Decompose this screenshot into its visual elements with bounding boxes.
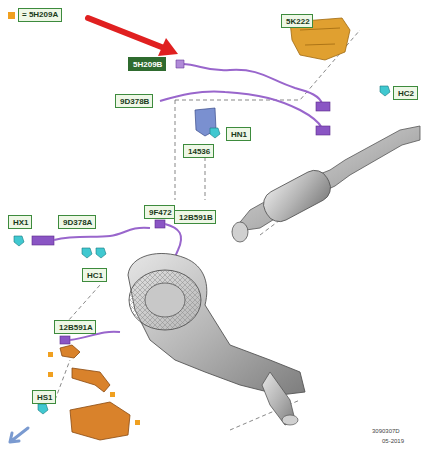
callout-box: 5K222	[281, 14, 313, 28]
callout-box: HS1	[32, 390, 56, 404]
callout-box: HC2	[393, 86, 418, 100]
callout-number: 9D378A	[63, 218, 95, 228]
callout-number: 5K222	[286, 17, 312, 27]
callout-number: HN1	[231, 130, 250, 140]
legend-text: = 5H209A	[18, 8, 62, 22]
callout-number: 12B591B	[179, 213, 215, 223]
legend-swatch	[8, 12, 15, 19]
drawing-code: 3090307D	[372, 428, 400, 435]
callout-number: 5H209B	[133, 60, 165, 70]
callout-box: 12B591A	[54, 320, 96, 334]
callout-box: HN1	[226, 127, 251, 141]
callout-number: HS1	[37, 393, 55, 403]
callout-number: HC2	[398, 89, 417, 99]
legend-row: = 5H209A	[8, 8, 62, 22]
callout-box: 9D378B	[115, 94, 153, 108]
callout-box: 9D378A	[58, 215, 96, 229]
callout-number: 14536	[188, 147, 213, 157]
callout-number: 12B591A	[59, 323, 95, 333]
callout-number: HX1	[13, 218, 31, 228]
callout-number: 9F472	[149, 208, 174, 218]
callout-box: 5H209B	[128, 57, 166, 71]
callout-box: 14536	[183, 144, 214, 158]
callout-number: 9D378B	[120, 97, 152, 107]
callout-box: 9F472	[144, 205, 175, 219]
callout-box: 12B591B	[174, 210, 216, 224]
callout-box: HX1	[8, 215, 32, 229]
callout-box: HC1	[82, 268, 107, 282]
callout-number: HC1	[87, 271, 106, 281]
drawing-code: 05-2019	[382, 438, 404, 445]
